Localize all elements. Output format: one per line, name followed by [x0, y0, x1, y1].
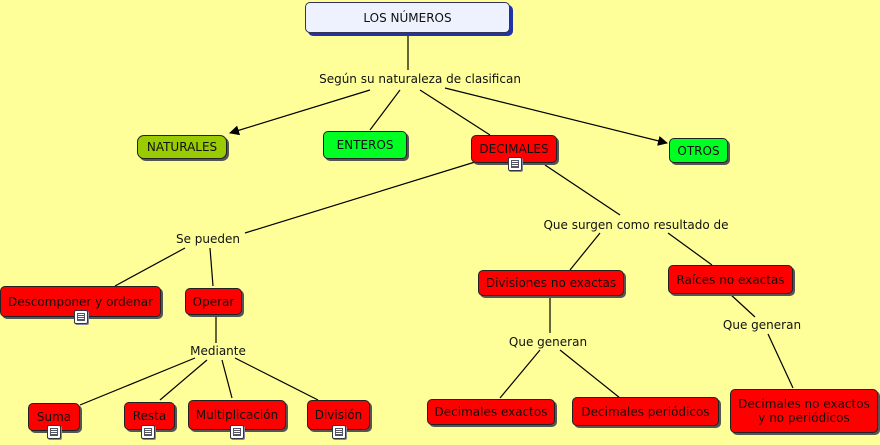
- concept-decimales-exactos[interactable]: Decimales exactos: [427, 399, 555, 425]
- edge-classify-otros: [444, 87, 668, 146]
- edge-mediante-division: [234, 357, 319, 401]
- edge-surgen-raices: [667, 232, 713, 266]
- edge-mediante-multiplicacion: [221, 359, 233, 399]
- concept-operar[interactable]: Operar: [185, 288, 242, 315]
- edge-decimales-surgen: [544, 164, 621, 216]
- concept-naturales[interactable]: NATURALES: [137, 135, 227, 159]
- edge-classify-decimales: [419, 89, 491, 136]
- resource-icon-suma[interactable]: [47, 425, 61, 439]
- concept-decimales[interactable]: DECIMALES: [471, 135, 557, 163]
- root-concept-los-numeros[interactable]: LOS NÚMEROS: [305, 2, 510, 33]
- link-label-que-generan-1: Que generan: [508, 335, 588, 349]
- resource-icon-multiplicacion[interactable]: [230, 425, 244, 439]
- link-label-que-generan-2: Que generan: [722, 318, 802, 332]
- edge-mediante-suma: [79, 357, 196, 406]
- concept-decimales-periodicos[interactable]: Decimales periódicos: [572, 397, 719, 426]
- edge-pueden-descomponer: [114, 247, 186, 287]
- link-label-clasifican: Según su naturaleza de clasifican: [319, 72, 521, 86]
- edge-surgen-divisiones: [569, 232, 601, 271]
- concept-otros[interactable]: OTROS: [669, 138, 728, 163]
- edge-mediante-resta: [159, 359, 208, 401]
- resource-icon-descomponer[interactable]: [74, 310, 88, 324]
- edge-pueden-operar: [209, 247, 214, 287]
- concept-divisiones-no-exactas[interactable]: Divisiones no exactas: [478, 270, 624, 296]
- resource-icon-resta[interactable]: [141, 425, 155, 439]
- edge-generan-noexactos: [767, 333, 794, 389]
- concept-raices-no-exactas[interactable]: Raíces no exactas: [668, 265, 793, 294]
- edge-raices-generan: [729, 293, 756, 318]
- edge-classify-naturales: [229, 89, 371, 136]
- concept-enteros[interactable]: ENTEROS: [323, 131, 407, 159]
- concept-decimales-no-exactos-no-periodicos[interactable]: Decimales no exactos y no periódicos: [730, 389, 878, 433]
- edge-decimales-pueden: [244, 161, 476, 234]
- edge-generan-periodicos: [559, 349, 621, 399]
- link-label-se-pueden: Se pueden: [175, 232, 241, 246]
- resource-icon-division[interactable]: [332, 425, 346, 439]
- edge-classify-enteros: [369, 89, 401, 131]
- resource-icon-decimales[interactable]: [508, 157, 522, 171]
- link-label-mediante: Mediante: [190, 344, 246, 358]
- link-label-que-surgen: Que surgen como resultado de: [543, 218, 729, 232]
- edge-generan-exactos: [499, 349, 541, 399]
